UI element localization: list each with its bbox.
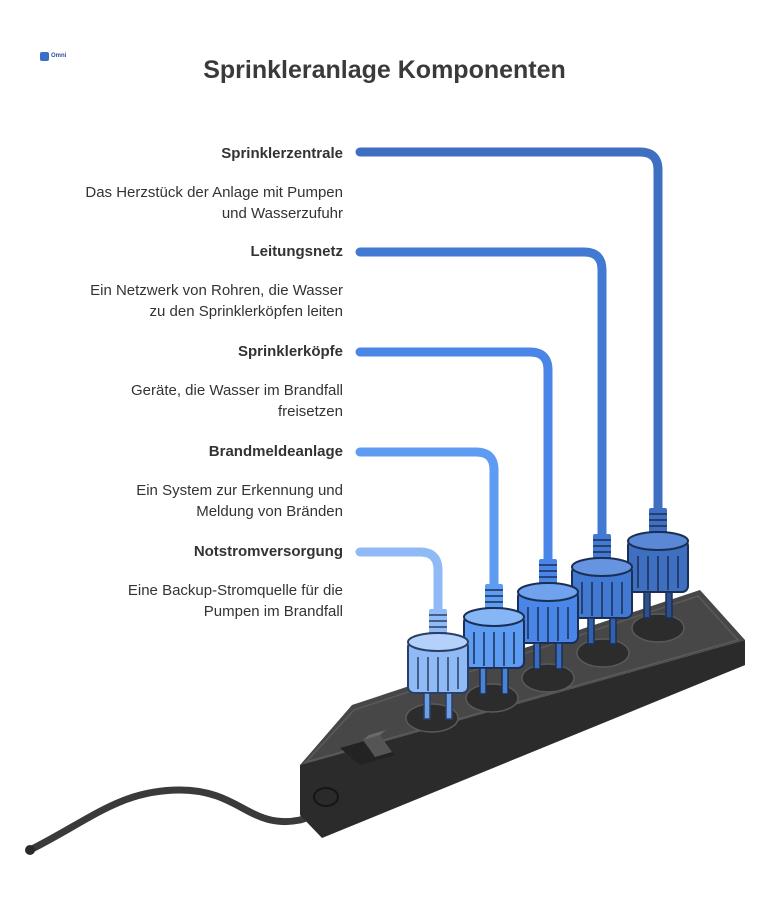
item-title: Sprinklerköpfe [237, 343, 343, 360]
label-sprinklerkoepfe: Sprinklerköpfe Geräte, die Wasser im Bra… [23, 343, 343, 422]
description-line: Geräte, die Wasser im Brandfall [130, 382, 343, 399]
label-brandmeldeanlage: Brandmeldeanlage Ein System zur Erkennun… [23, 443, 343, 522]
label-leitungsnetz: Leitungsnetz Ein Netzwerk von Rohren, di… [23, 243, 343, 322]
power-strip [300, 590, 745, 838]
socket [465, 683, 519, 713]
connector-line-leitungsnetz [355, 247, 607, 545]
description-line: Pumpen im Brandfall [203, 603, 343, 620]
description-line: freisetzen [277, 403, 343, 420]
label-notstromversorgung: Notstromversorgung Eine Backup-Stromquel… [23, 543, 343, 622]
socket [631, 613, 685, 643]
plug-brandmeldeanlage [463, 584, 525, 695]
label-sprinklerzentrale: Sprinklerzentrale Das Herzstück der Anla… [23, 145, 343, 224]
item-description: Geräte, die Wasser im Brandfall freisetz… [23, 380, 343, 422]
omni-logo: Omni [40, 50, 84, 62]
connector-line-notstromversorgung [355, 547, 443, 620]
description-line: Ein System zur Erkennung und [136, 482, 343, 499]
power-cable [26, 786, 334, 854]
item-description: Ein System zur Erkennung und Meldung von… [23, 480, 343, 522]
plug-notstromversorgung [407, 609, 469, 720]
power-switch [340, 730, 395, 765]
description-line: Meldung von Bränden [196, 503, 343, 520]
plug-sprinklerzentrale [627, 508, 689, 619]
description-line: Ein Netzwerk von Rohren, die Wasser [90, 282, 343, 299]
description-line: Das Herzstück der Anlage mit Pumpen [85, 184, 343, 201]
cable-grommet [313, 787, 339, 807]
strip-front [300, 640, 745, 838]
plug-sprinklerkoepfe [517, 559, 579, 670]
description-line: zu den Sprinklerköpfen leiten [149, 303, 343, 320]
logo-icon [40, 51, 49, 61]
item-title: Leitungsnetz [250, 243, 344, 260]
connector-line-sprinklerzentrale [355, 147, 663, 520]
page-title: Sprinkleranlage Komponenten [203, 56, 566, 84]
cable-end [25, 845, 35, 855]
socket [576, 638, 630, 668]
item-description: Eine Backup-Stromquelle für die Pumpen i… [23, 580, 343, 622]
description-line: Eine Backup-Stromquelle für die [127, 582, 343, 599]
connector-line-brandmeldeanlage [355, 447, 499, 595]
item-title: Sprinklerzentrale [221, 145, 343, 162]
item-title: Notstromversorgung [193, 543, 343, 560]
plug-leitungsnetz [571, 534, 633, 645]
item-description: Das Herzstück der Anlage mit Pumpen und … [23, 182, 343, 224]
description-line: und Wasserzufuhr [221, 205, 343, 222]
connector-line-sprinklerkoepfe [355, 347, 553, 570]
strip-top-highlight [303, 595, 740, 764]
item-description: Ein Netzwerk von Rohren, die Wasser zu d… [23, 280, 343, 322]
item-title: Brandmeldeanlage [208, 443, 343, 460]
logo-text: Omni [51, 53, 67, 59]
socket [405, 703, 459, 733]
socket [521, 663, 575, 693]
